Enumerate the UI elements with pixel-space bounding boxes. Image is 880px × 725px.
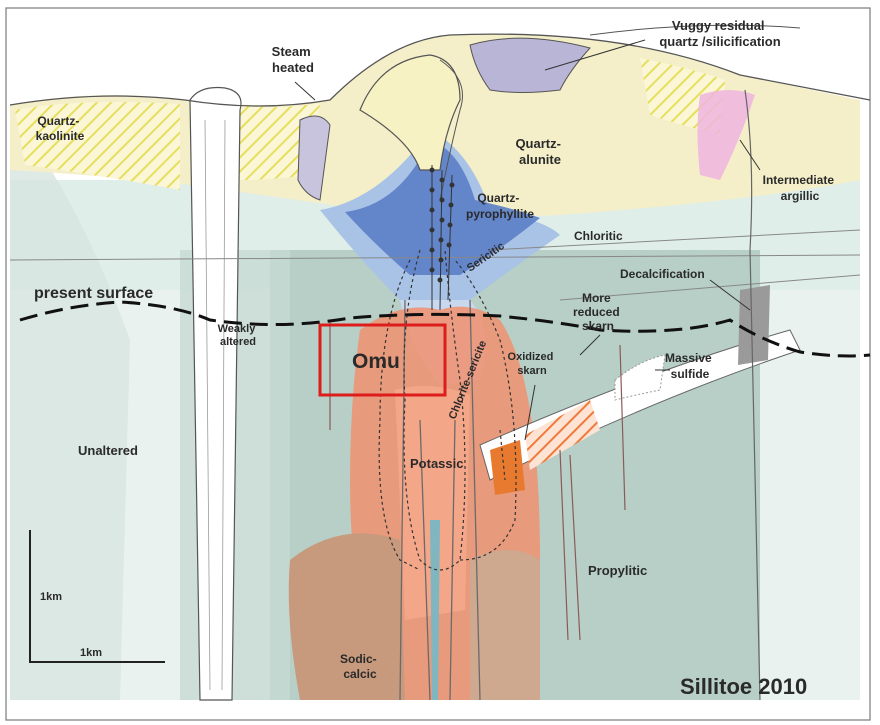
outer-halo-left: [10, 110, 130, 700]
label-quartz-kaolinite: Quartz- kaolinite: [36, 114, 85, 143]
layer-contact-2: [489, 229, 861, 251]
potassic-core: [395, 386, 470, 620]
quartz-pyrophyllite-zone: [345, 140, 540, 275]
label-decalcification: Decalcification: [620, 267, 705, 281]
porphyry-stock-contacts: [399, 299, 481, 701]
layer-contact-3: [559, 274, 861, 301]
diatreme-internal-lines: [204, 119, 226, 691]
quartz-kaolinite-hatch-left: [15, 102, 180, 190]
massive-sulfide-body: [614, 354, 666, 401]
citation: Sillitoe 2010: [680, 674, 807, 699]
present-surface-line: [19, 300, 871, 358]
funnel-contact: [439, 59, 463, 201]
label-oxidized-skarn: Oxidized skarn: [508, 351, 557, 377]
sodic-calcic-zone-right: [470, 550, 540, 700]
label-scale-horizontal: 1km: [80, 647, 102, 659]
oxidized-skarn-hatch: [525, 400, 600, 470]
vuggy-quartz-zone: [469, 37, 591, 93]
vuggy-leader-top: [589, 24, 801, 36]
label-vuggy: Vuggy residual quartz /silicification: [659, 18, 780, 49]
label-intermediate-argillic: Intermediate argillic: [763, 173, 838, 203]
label-massive-sulfide: Massive sulfide: [665, 351, 715, 381]
label-weakly-altered: Weakly altered: [218, 323, 259, 348]
leader-lines: [294, 39, 761, 441]
oxidized-skarn-body: [490, 440, 525, 495]
label-unaltered: Unaltered: [78, 443, 138, 458]
label-scale-vertical: 1km: [40, 591, 62, 603]
label-present-surface: present surface: [34, 285, 153, 302]
stockwork-veins: [429, 165, 455, 311]
sodic-calcic-zone: [288, 533, 405, 700]
label-quartz-pyrophyllite: Quartz- pyrophyllite: [466, 191, 534, 221]
label-steam-heated: Steam heated: [272, 44, 315, 75]
paleosurface-line: [9, 33, 871, 107]
omu-highlight-box: [318, 323, 447, 397]
scale-bars: [29, 530, 165, 663]
diatreme-pipe: [189, 86, 242, 701]
vuggy-quartz-lens: [297, 115, 331, 201]
label-quartz-alunite: Quartz- alunite: [515, 136, 564, 167]
late-dike: [430, 520, 440, 700]
layer-contact-1: [9, 254, 861, 261]
upper-funnel: [359, 54, 461, 171]
intermediate-argillic-zone: [697, 90, 755, 180]
label-omu: Omu: [352, 350, 400, 373]
decalcification-zone: [738, 285, 770, 365]
label-potassic: Potassic: [410, 456, 463, 471]
right-dike: [744, 89, 761, 701]
label-sodic-calcic: Sodic- calcic: [340, 652, 380, 681]
dotted-outline-outer: [378, 259, 517, 571]
label-chloritic: Chloritic: [574, 229, 623, 243]
label-more-reduced-skarn: More reduced skarn: [573, 291, 623, 333]
dotted-outline-skarn: [499, 429, 506, 481]
label-propylitic: Propylitic: [588, 563, 647, 578]
dotted-outline-inner: [403, 249, 466, 571]
veins: [329, 320, 626, 641]
